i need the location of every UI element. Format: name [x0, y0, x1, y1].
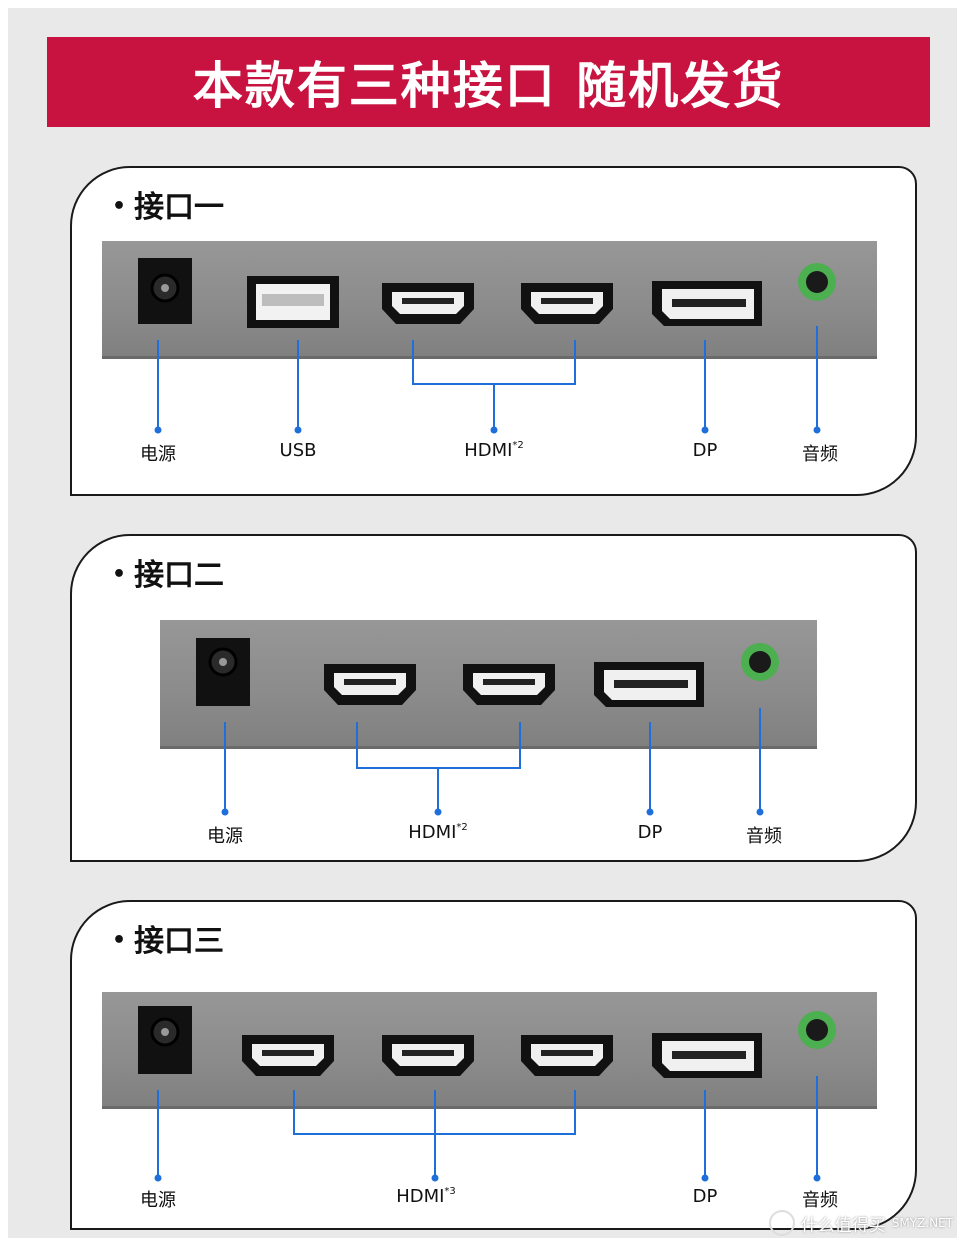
- hdmi-port-icon: [463, 664, 555, 705]
- hdmi-port-icon: [382, 1035, 474, 1076]
- card-title: •接口一: [112, 190, 225, 225]
- displayport-icon: [594, 662, 704, 707]
- hdmi-port-icon: [382, 283, 474, 324]
- interface-card-1: •接口一: [70, 166, 917, 496]
- label-power: 电源: [207, 826, 243, 847]
- label-audio: 音频: [802, 444, 838, 465]
- banner: 本款有三种接口 随机发货: [47, 37, 930, 127]
- card-title: •接口二: [112, 558, 225, 593]
- card-title-text: 接口二: [134, 558, 225, 593]
- label-hdmi: HDMI*2: [408, 822, 468, 843]
- watermark: 什么值得买 SMYZ.NET: [768, 1210, 953, 1236]
- watermark-text: 什么值得买: [800, 1215, 886, 1236]
- label-dp: DP: [692, 440, 718, 461]
- label-dp: DP: [637, 822, 663, 843]
- hdmi-port-icon: [324, 664, 416, 705]
- watermark-sub: SMYZ.NET: [891, 1216, 953, 1230]
- connector-lines: [138, 1006, 836, 1182]
- connector-lines: [138, 258, 836, 434]
- label-hdmi: HDMI*2: [464, 440, 524, 461]
- label-hdmi: HDMI*3: [396, 1186, 456, 1207]
- label-dp: DP: [692, 1186, 718, 1207]
- interface-card-3: •接口三: [70, 900, 917, 1230]
- watermark-logo-icon: [768, 1210, 795, 1236]
- connector-lines: [196, 638, 779, 816]
- label-audio: 音频: [802, 1190, 838, 1211]
- banner-title: 本款有三种接口 随机发货: [192, 57, 785, 115]
- interface-card-2: •接口二: [70, 534, 917, 862]
- displayport-icon: [652, 281, 762, 326]
- card-title-text: 接口一: [134, 190, 225, 225]
- label-power: 电源: [140, 444, 176, 465]
- label-power: 电源: [140, 1190, 176, 1211]
- card-title-text: 接口三: [134, 924, 225, 959]
- label-usb: USB: [279, 440, 317, 461]
- hdmi-port-icon: [521, 1035, 613, 1076]
- displayport-icon: [652, 1033, 762, 1078]
- card-title: •接口三: [112, 924, 225, 959]
- hdmi-port-icon: [521, 283, 613, 324]
- label-audio: 音频: [746, 826, 782, 847]
- hdmi-port-icon: [242, 1035, 334, 1076]
